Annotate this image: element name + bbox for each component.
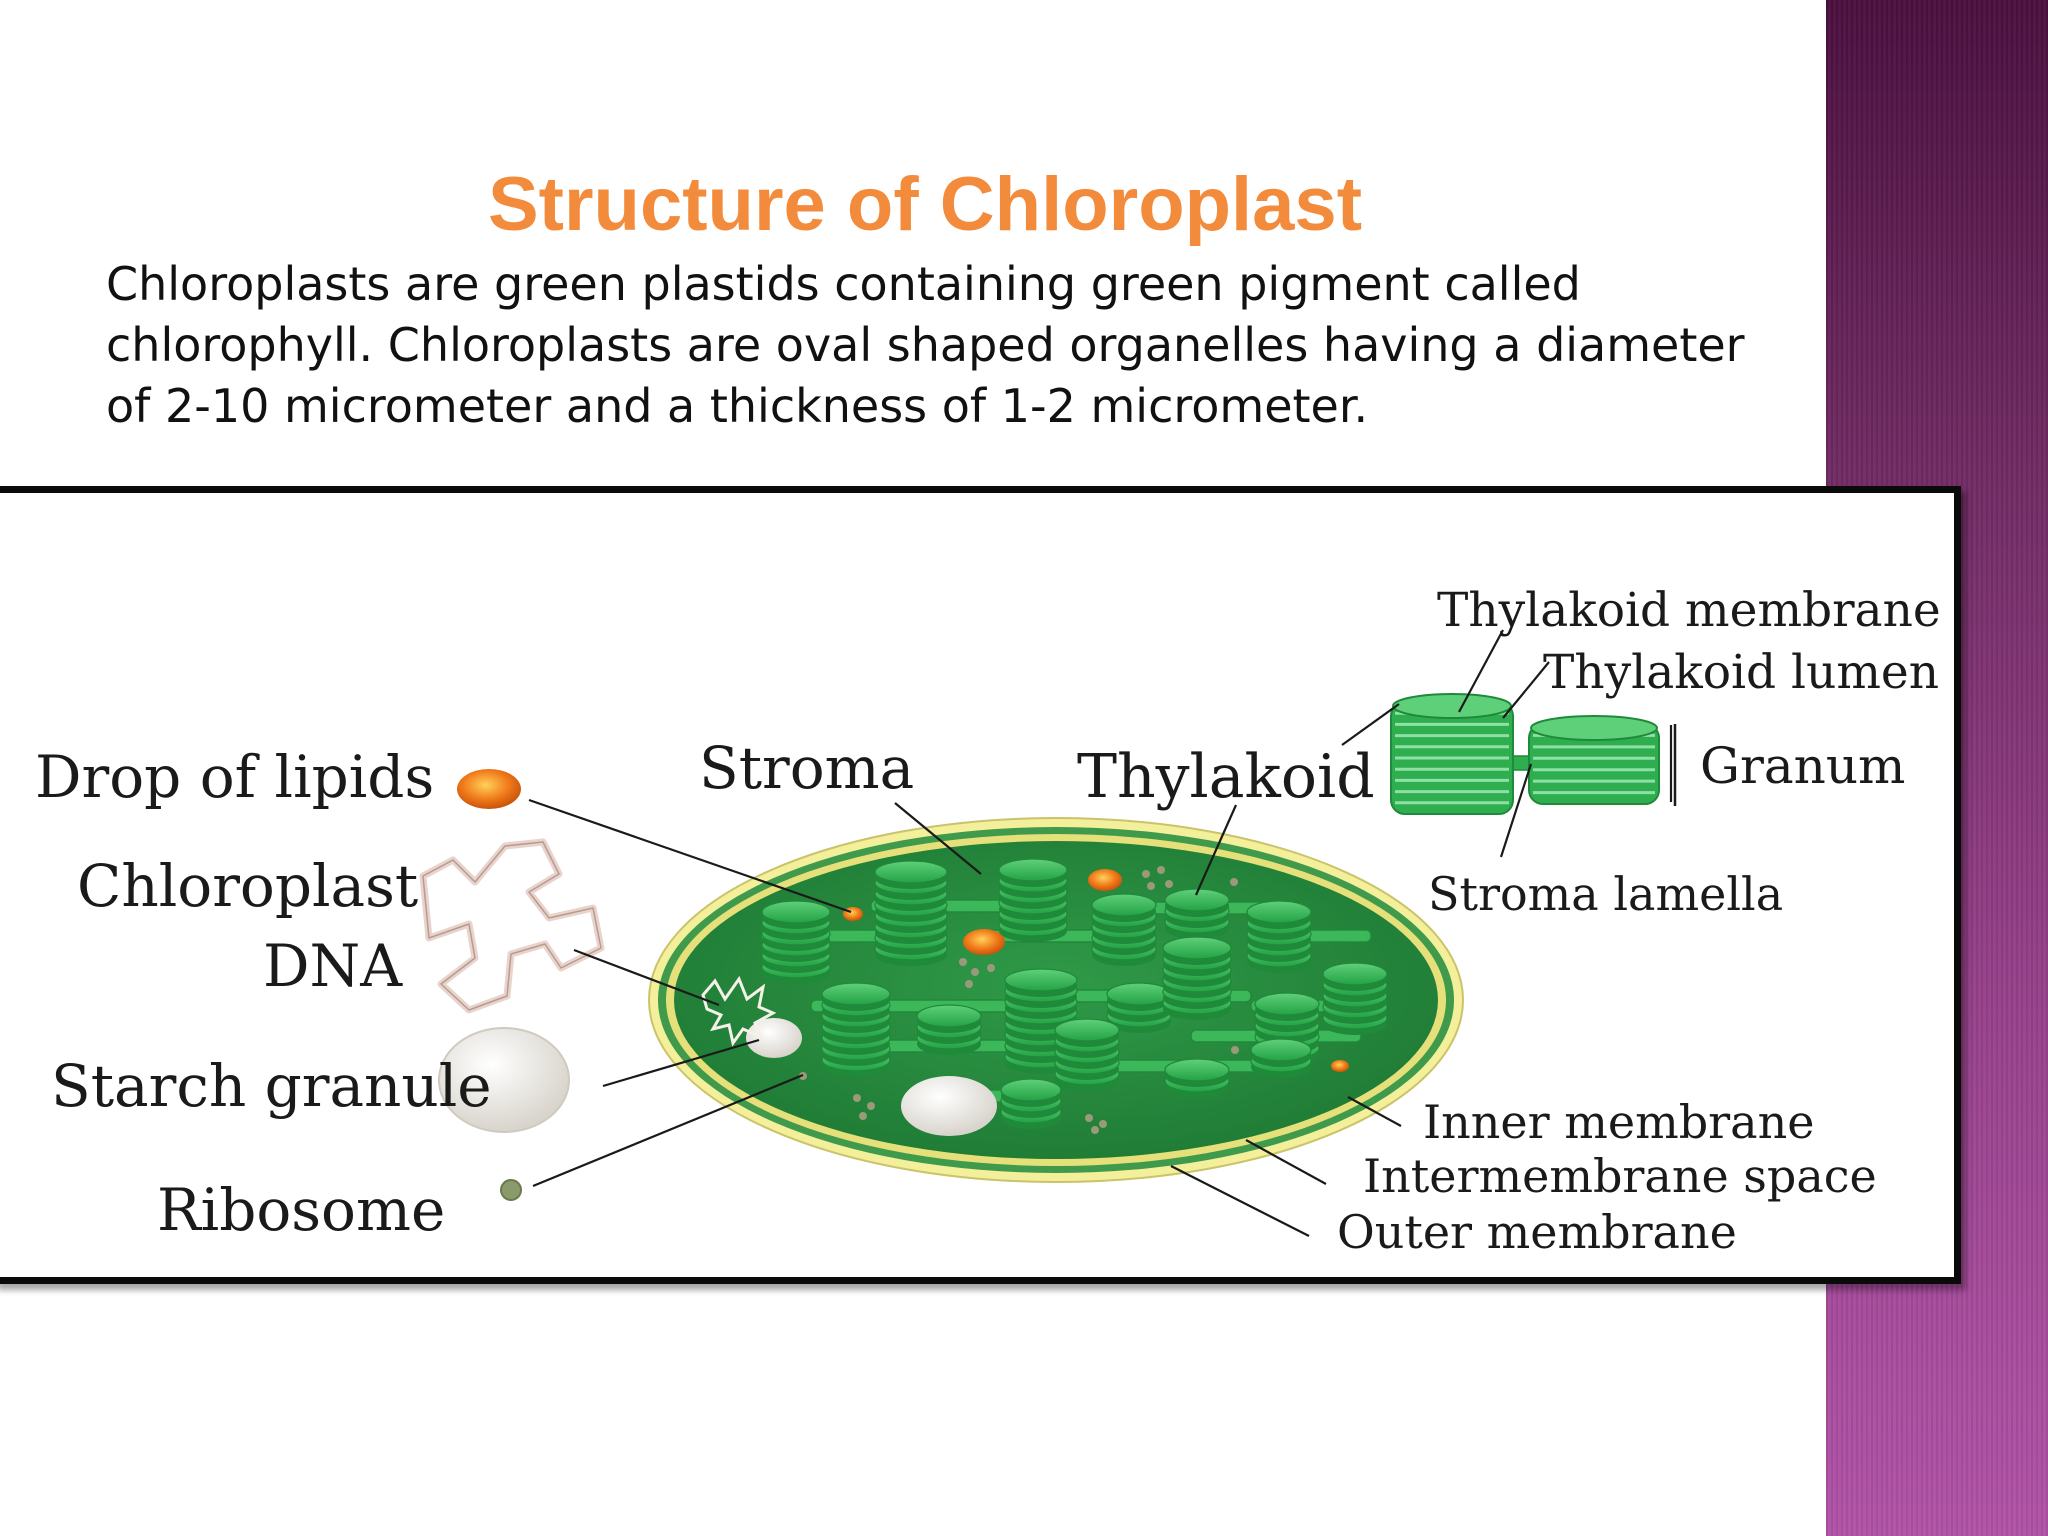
lipid-droplet-inner [1331, 1060, 1349, 1072]
label-stroma: Stroma [699, 734, 914, 802]
ribosome-clusters [799, 866, 1239, 1134]
granum-stack [1322, 962, 1388, 1035]
lipid-droplet-inner [963, 929, 1005, 955]
starch-granule-icon [438, 1027, 570, 1133]
slide-body-text: Chloroplasts are green plastids containi… [106, 254, 1806, 437]
granum-stack [1162, 936, 1232, 1020]
granum-stack [1054, 1018, 1120, 1091]
grana-stacks [761, 858, 1388, 1129]
label-starch-granule: Starch granule [51, 1052, 492, 1120]
diagram-svg: Drop of lipids Chloroplast DNA Starch gr… [35, 583, 1941, 1259]
label-granum: Granum [1700, 737, 1905, 795]
body-line-3: of 2-10 micrometer and a thickness of 1-… [106, 379, 1369, 433]
diagram-labels: Drop of lipids Chloroplast DNA Starch gr… [35, 583, 1941, 1259]
granum-stack [1246, 900, 1312, 973]
label-outer-membrane: Outer membrane [1337, 1205, 1737, 1259]
label-dna: DNA [263, 932, 403, 1000]
granum-stack [761, 900, 831, 984]
chloroplast-dna-inner [701, 975, 777, 1047]
granum-stack [1106, 982, 1172, 1033]
leader-lines [528, 629, 1673, 1237]
starch-granule-inner [746, 1018, 802, 1058]
granum-stack [998, 858, 1068, 942]
chloroplast-dna-icon [419, 838, 605, 1014]
label-thylakoid-membrane: Thylakoid membrane [1437, 583, 1941, 638]
starch-granule-inner [901, 1076, 997, 1136]
label-stroma-lamella: Stroma lamella [1428, 867, 1783, 921]
label-inner-membrane: Inner membrane [1423, 1095, 1814, 1149]
slide-title: Structure of Chloroplast [487, 162, 1363, 247]
lipid-droplet-inner [1088, 869, 1122, 891]
granum-stack [1250, 1038, 1312, 1078]
granum-stack [916, 1004, 982, 1055]
ribosome-icon [500, 1179, 522, 1201]
granum-detail-stack [1528, 715, 1660, 805]
label-ribosome: Ribosome [157, 1176, 445, 1244]
label-drop-of-lipids: Drop of lipids [35, 743, 434, 811]
body-line-2: chlorophyll. Chloroplasts are oval shape… [106, 318, 1745, 372]
granum-stack [1164, 888, 1230, 939]
granum-stack [1164, 1058, 1230, 1098]
granum-stack [874, 860, 948, 966]
chloroplast-diagram: Drop of lipids Chloroplast DNA Starch gr… [0, 486, 1961, 1284]
label-thylakoid-lumen: Thylakoid lumen [1543, 645, 1939, 700]
granum-detail-stack [1390, 693, 1514, 815]
lipid-drop-icon [457, 769, 521, 809]
body-line-1: Chloroplasts are green plastids containi… [106, 257, 1581, 311]
label-intermembrane-space: Intermembrane space [1363, 1149, 1877, 1203]
granum-stack [821, 982, 891, 1077]
label-thylakoid: Thylakoid [1077, 742, 1375, 812]
granum-stack [1091, 893, 1157, 966]
label-chloroplast: Chloroplast [77, 852, 418, 920]
granum-detail [1390, 693, 1677, 815]
granum-stack [1000, 1078, 1062, 1129]
